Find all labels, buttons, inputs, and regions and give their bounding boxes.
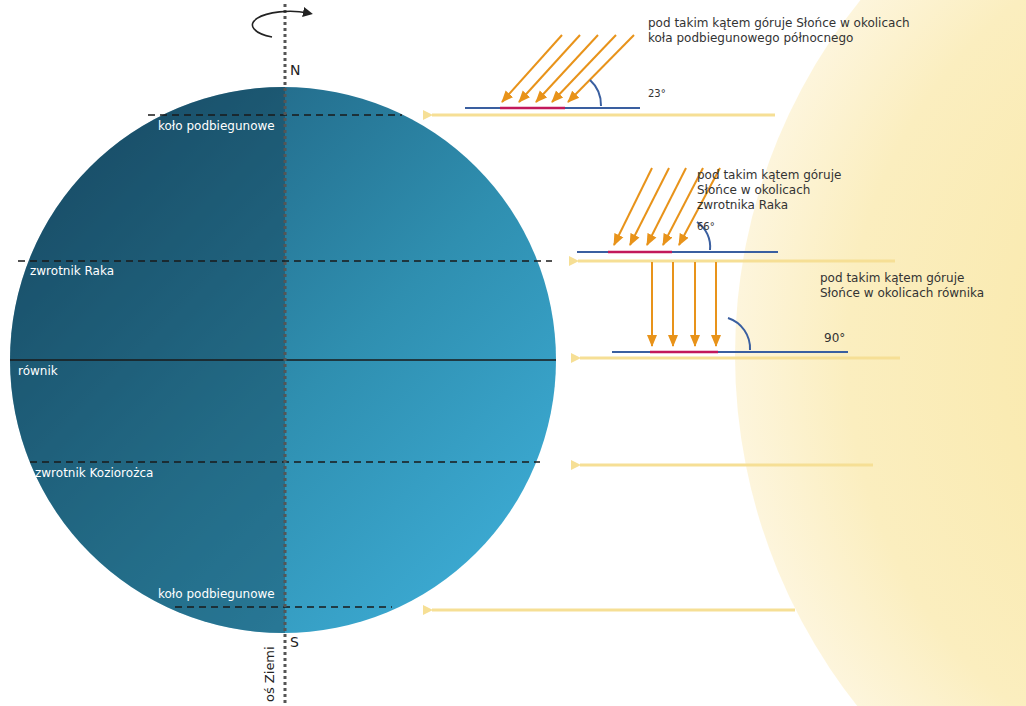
pole-letter: N [290, 62, 300, 80]
rotation-arrow [252, 11, 308, 37]
axis-name: oś Ziemi [262, 646, 278, 702]
earth [10, 87, 556, 633]
parallels [10, 115, 556, 607]
angle-note: pod takim kątem góruje Słońce w okolicac… [820, 271, 1005, 301]
parallel-name: równik [18, 364, 58, 379]
angle-value: 90° [824, 331, 845, 346]
angle-note: pod takim kątem góruje Słońce w okolicac… [648, 16, 918, 46]
earth-axis [284, 4, 287, 704]
pole-letter: S [290, 634, 299, 652]
parallel-name: zwrotnik Raka [30, 264, 114, 279]
angle-value: 23° [648, 88, 666, 101]
parallel-name: koło podbiegunowe [158, 119, 275, 134]
angle-note: pod takim kątem góruje Słońce w okolicac… [697, 168, 857, 213]
parallel-name: zwrotnik Koziorożca [35, 466, 153, 481]
parallel-name: koło podbiegunowe [158, 587, 275, 602]
angle-value: 66° [697, 221, 715, 234]
sun-rays [432, 115, 900, 610]
insolation-equator [612, 262, 848, 352]
insolation-polar [465, 35, 640, 108]
